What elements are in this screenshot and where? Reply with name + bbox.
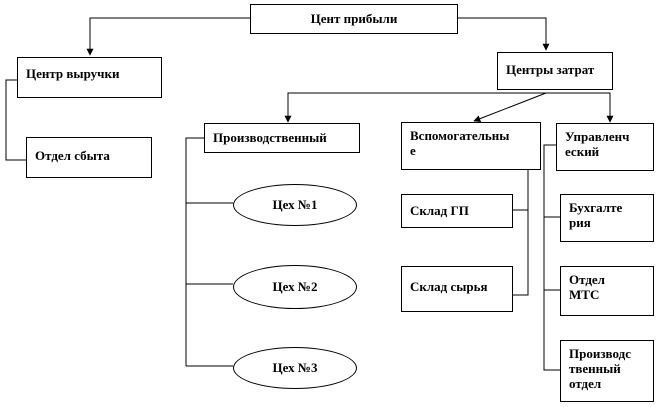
profit-center-box: Цент прибыли [250, 4, 458, 34]
auxiliary-box: Вспомогательны е [401, 122, 541, 170]
arrow-costs-to-auxiliary [473, 92, 547, 122]
cost-centers-box: Центры затрат [497, 52, 613, 90]
arrow-profit-to-costs [458, 17, 550, 51]
raw-materials-warehouse-box: Склад сырья [401, 266, 513, 312]
workshop-3-ellipse: Цех №3 [233, 347, 357, 389]
accounting-box: Бухгалте рия [560, 194, 654, 242]
management-box: Управленч еский [556, 123, 654, 171]
arrow-costs-to-production [284, 92, 546, 123]
finished-goods-warehouse-box: Склад ГП [401, 194, 513, 228]
line-production-trunk [185, 137, 204, 366]
line-revenue-to-sales [5, 79, 26, 161]
workshop-1-ellipse: Цех №1 [233, 184, 357, 226]
production-department-box: Производс твенный отдел [560, 340, 654, 402]
revenue-center-box: Центр выручки [17, 57, 162, 98]
line-management-trunk [543, 144, 560, 371]
sales-department-box: Отдел сбыта [26, 137, 152, 178]
production-box: Производственный [204, 123, 360, 153]
arrow-profit-to-revenue [86, 17, 250, 56]
arrow-costs-to-management [546, 92, 614, 123]
workshop-2-ellipse: Цех №2 [233, 265, 357, 309]
line-auxiliary-trunk [513, 170, 529, 296]
mts-department-box: Отдел МТС [560, 266, 654, 316]
